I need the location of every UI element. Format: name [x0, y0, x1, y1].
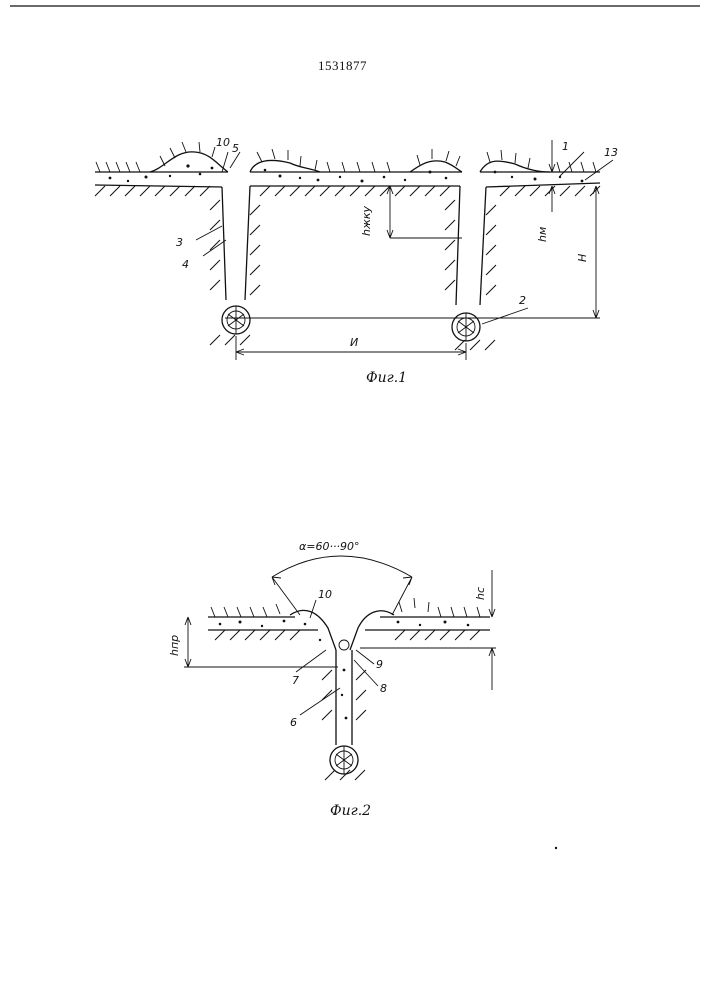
- fig1-label-4: 4: [182, 258, 189, 271]
- fig2-caption: Фиг.2: [330, 803, 371, 819]
- fig2-label-angle: α=60···90°: [299, 540, 359, 553]
- fig2-grass: [211, 598, 480, 617]
- fig2-label-hpr: hпр: [168, 635, 181, 656]
- fig1-dim-H: [593, 186, 599, 318]
- fig1-label-I: И: [350, 336, 358, 349]
- fig2-seal-element: [339, 640, 349, 650]
- fig2-label-7: 7: [292, 674, 299, 687]
- fig2-dim-hpr: [184, 617, 338, 667]
- fig2-trench-walls: [336, 650, 352, 745]
- fig2-label-hc: hс: [474, 587, 487, 600]
- fig1-label-3: 3: [176, 236, 183, 249]
- fig1-left-trench: [222, 186, 250, 300]
- fig1-drain-pipe-left: [222, 306, 250, 334]
- fig1-soil-speckle: [109, 164, 584, 182]
- fig1-label-H: H: [576, 254, 589, 262]
- fig1-label-13: 13: [604, 146, 618, 159]
- fig1-mound-left: [150, 152, 228, 172]
- fig1-ground-hatch: [95, 186, 600, 196]
- figure-1: 10 5 3 4 1 13 2 hжку hм H И Фиг.1: [95, 136, 618, 386]
- fig2-label-6: 6: [290, 716, 297, 729]
- fig1-grass: [96, 142, 596, 172]
- fig1-label-1: 1: [562, 140, 569, 153]
- fig1-label-hzhku: hжку: [360, 205, 373, 236]
- fig1-label-5: 5: [232, 142, 239, 155]
- fig1-dim-hm: [549, 140, 555, 212]
- fig1-left-trench-hatch: [210, 200, 260, 345]
- fig2-label-8: 8: [380, 682, 387, 695]
- stray-dot: [555, 847, 557, 849]
- fig2-label-10: 10: [318, 588, 332, 601]
- patent-number: 1531877: [318, 58, 367, 74]
- fig1-label-hm: hм: [536, 227, 549, 242]
- fig1-dim-hzhku: [387, 186, 462, 238]
- fig1-right-trench: [456, 186, 486, 305]
- fig2-angle-arc: [272, 556, 412, 615]
- fig1-mound-mid-left: [250, 160, 320, 172]
- fig1-caption: Фиг.1: [366, 370, 407, 386]
- fig1-mound-mid-right: [410, 161, 462, 172]
- fig2-drain-pipe: [330, 746, 358, 774]
- fig2-label-9: 9: [376, 658, 383, 671]
- fig1-label-2: 2: [519, 294, 526, 307]
- fig2-soil-speckle: [219, 620, 470, 720]
- fig1-label-10: 10: [216, 136, 230, 149]
- figure-2: α=60···90° 10 hс hпр 9 8 7 6 Фиг.2: [168, 540, 496, 819]
- fig1-drain-pipe-right: [452, 313, 480, 341]
